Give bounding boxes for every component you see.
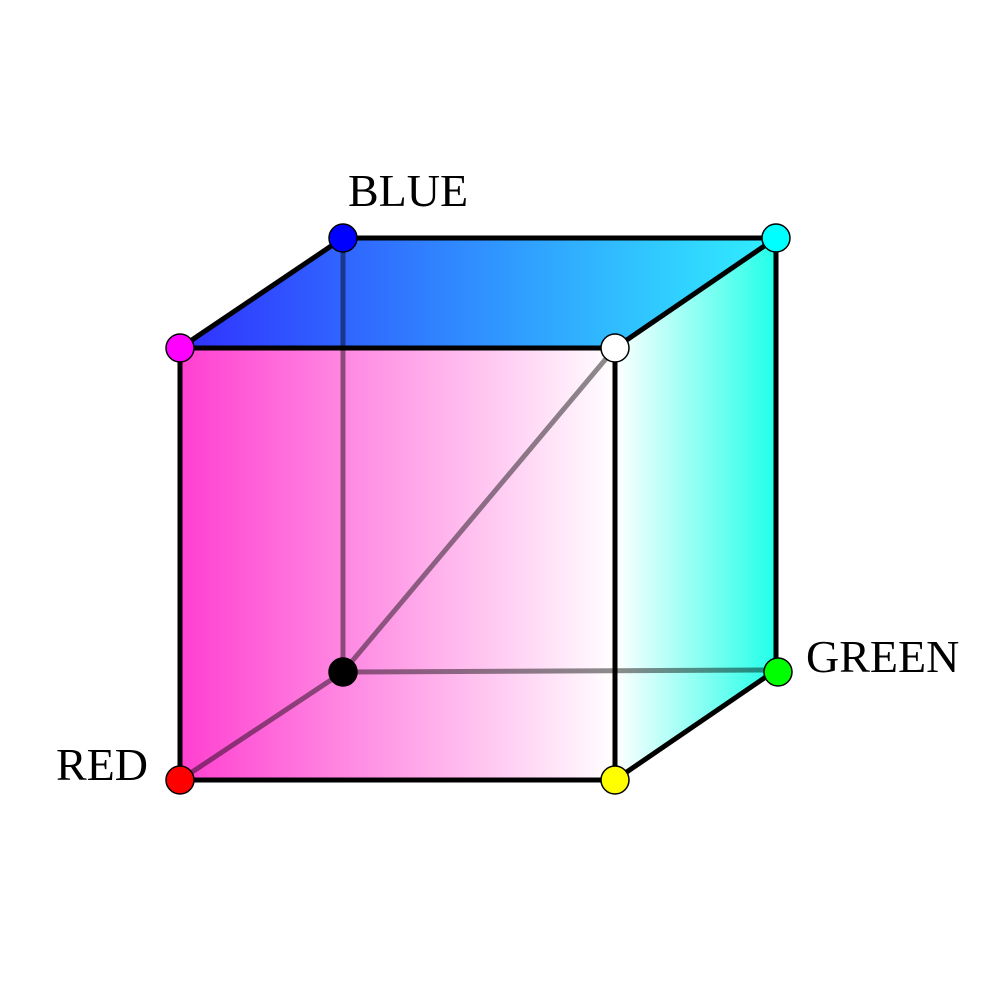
edge-white-cyan [613, 235, 778, 351]
right-face [615, 238, 776, 780]
vertex-red [165, 765, 195, 795]
edge-yellow-green [613, 667, 778, 783]
top-face [180, 238, 776, 348]
vertex-blue [328, 223, 358, 253]
vertex-white [600, 333, 630, 363]
edge-black-green [342, 667, 777, 675]
edge-black-red [178, 669, 345, 783]
vertex-magenta [165, 333, 195, 363]
label-blue: BLUE [348, 165, 468, 216]
vertex-cyan [761, 223, 791, 253]
vertex-yellow [600, 765, 630, 795]
label-green: GREEN [806, 631, 959, 682]
vertices [165, 223, 793, 795]
front-face [180, 348, 615, 780]
label-red: RED [56, 739, 148, 790]
diagonal-black-white [341, 346, 617, 674]
vertex-green [763, 657, 793, 687]
hidden-edges [178, 238, 777, 783]
vertex-black [328, 657, 358, 687]
cube-faces [180, 238, 776, 780]
edge-magenta-blue [178, 235, 345, 351]
